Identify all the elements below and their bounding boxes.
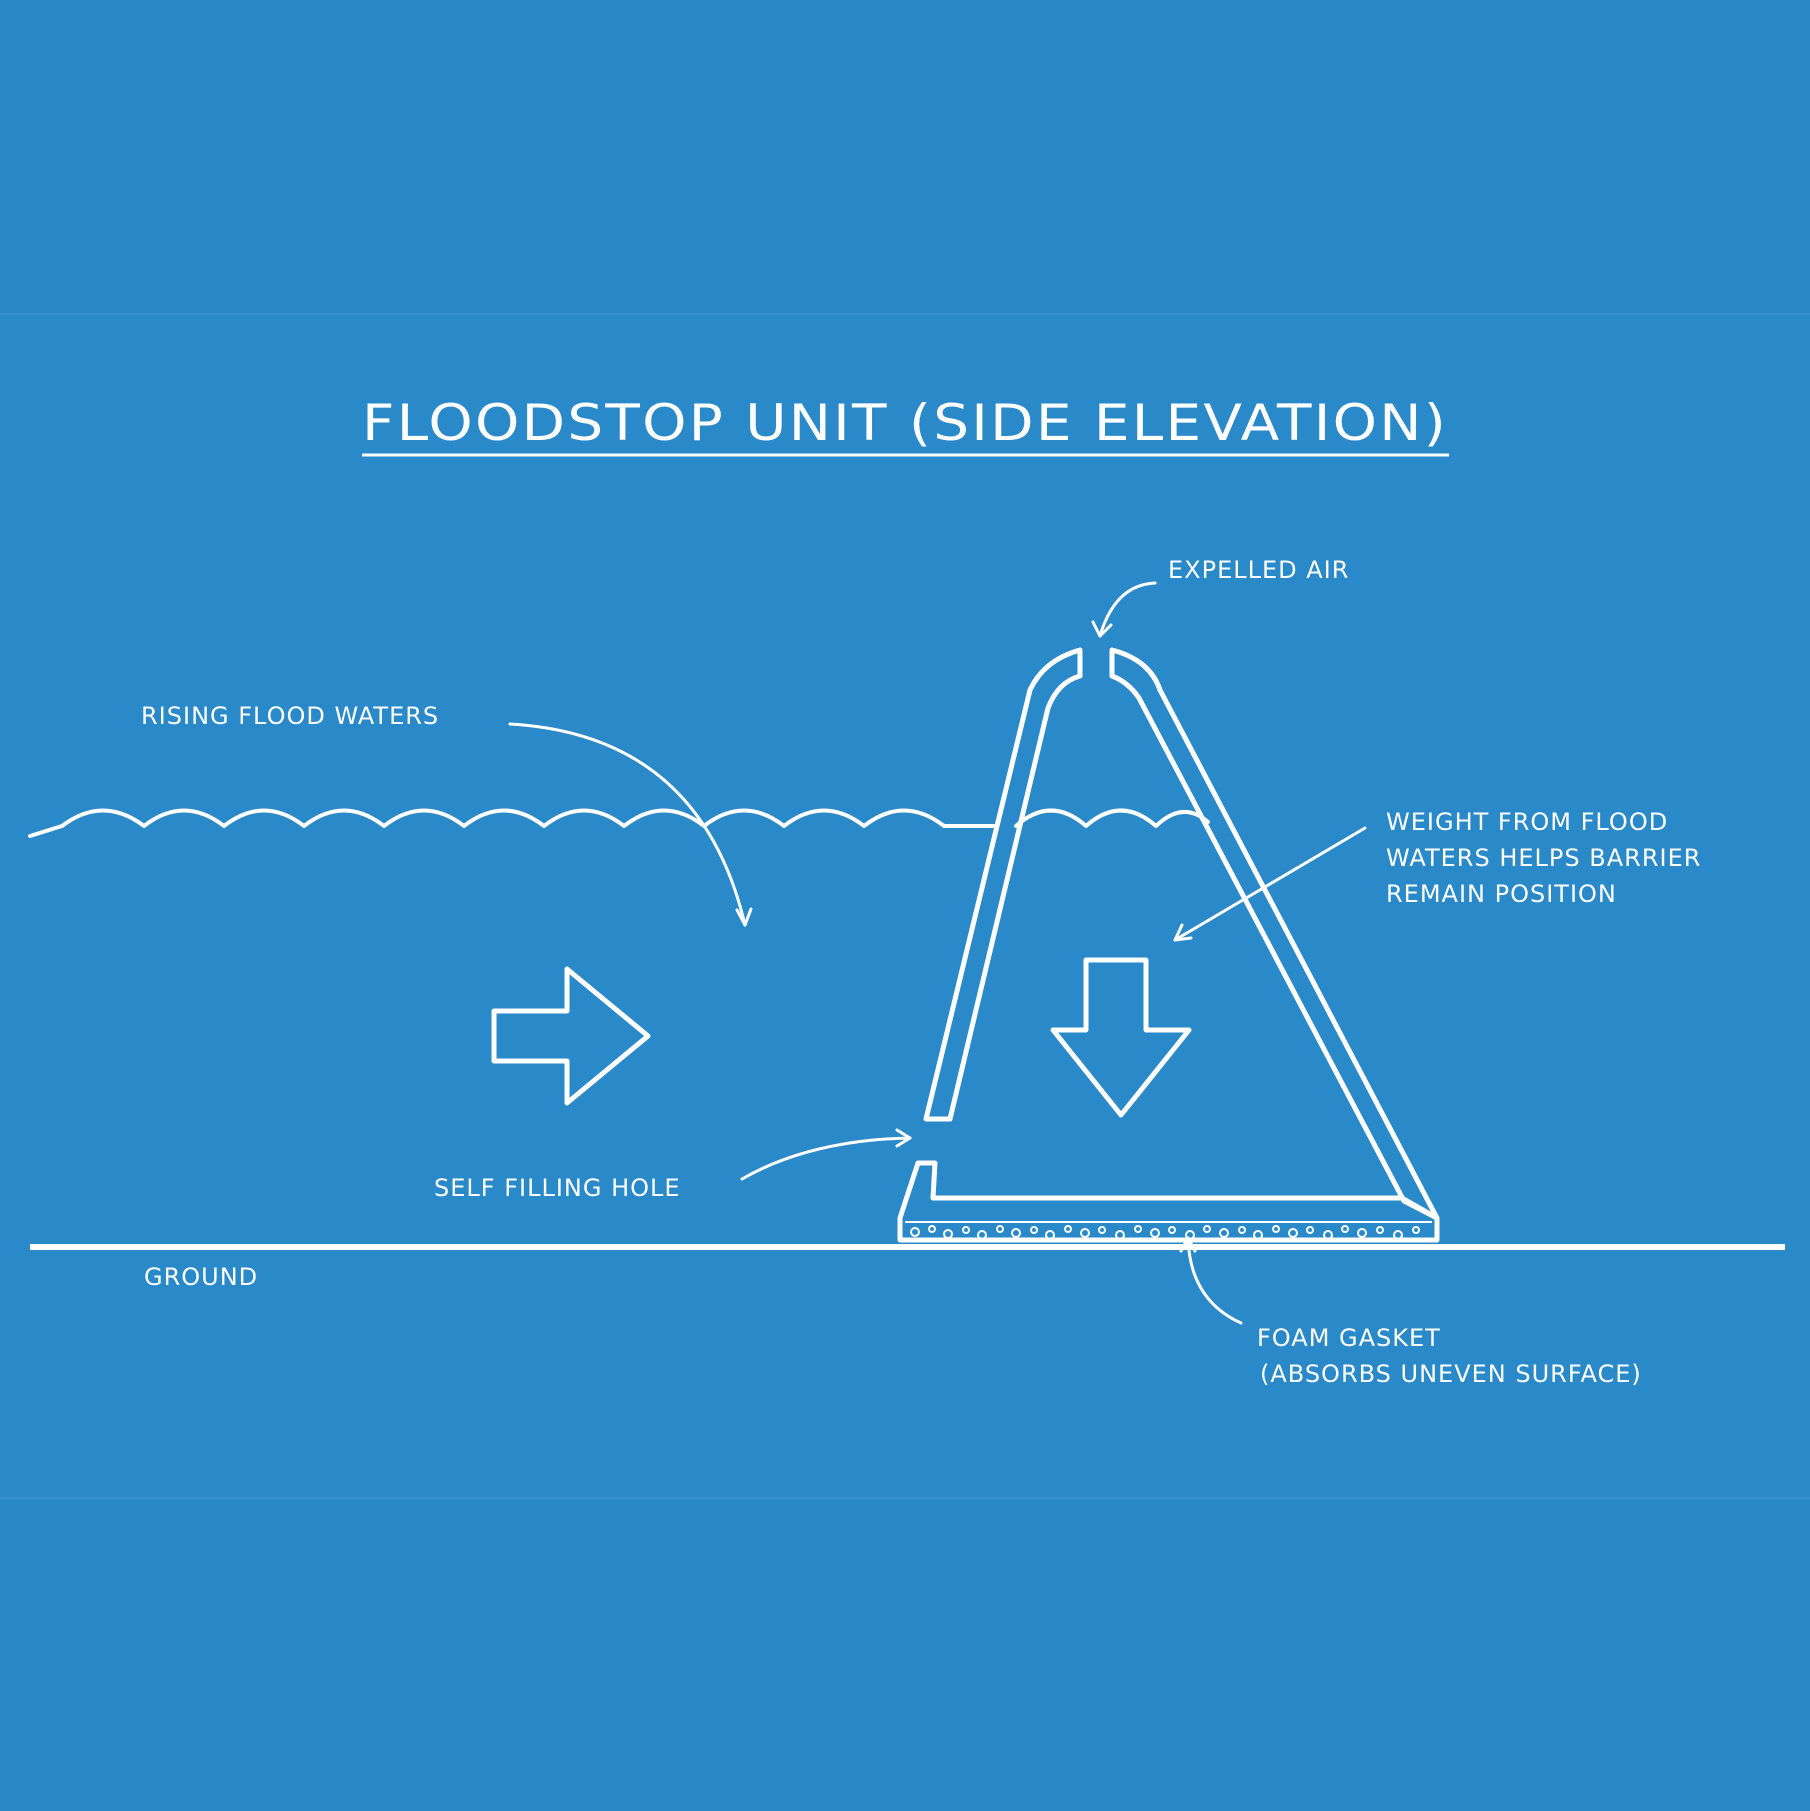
weight-arrowhead-icon: [1173, 923, 1193, 942]
self-filling-hole-leader: [740, 1136, 912, 1181]
expelled-air-leader: [1098, 581, 1157, 638]
foam-gasket-label-line2: (ABSORBS UNEVEN SURFACE): [1260, 1360, 1642, 1388]
weight-label-line1: WEIGHT FROM FLOOD: [1386, 808, 1668, 836]
ground-label: GROUND: [144, 1263, 258, 1291]
flow-direction-arrow-icon: [491, 966, 651, 1106]
weight-down-arrow-icon: [1050, 957, 1192, 1118]
barrier-left-leg-upper: [923, 647, 1083, 1122]
background-band: [0, 314, 1810, 1498]
self-filling-hole-label: SELF FILLING HOLE: [434, 1174, 681, 1202]
foam-gasket-arrowhead-icon: [1179, 1236, 1197, 1253]
rising-flood-waters-label: RISING FLOOD WATERS: [141, 702, 439, 730]
foam-gasket-leader: [1186, 1236, 1243, 1325]
foam-gasket: [905, 1221, 1432, 1240]
foam-gasket-label-line1: FOAM GASKET: [1257, 1324, 1441, 1352]
water-surface-line: [28, 808, 996, 838]
rising-flood-waters-leader: [508, 722, 747, 927]
water-surface-line-inside: [1014, 808, 1210, 828]
weight-label-line3: REMAIN POSITION: [1386, 880, 1617, 908]
weight-leader: [1173, 826, 1367, 942]
barrier-base-frame: [897, 1160, 1440, 1243]
floodstop-barrier: [897, 647, 1440, 1243]
expelled-air-arrowhead-icon: [1091, 620, 1113, 638]
diagram-title: FLOODSTOP UNIT (SIDE ELEVATION): [362, 394, 1448, 452]
rising-flood-waters-arrowhead-icon: [735, 907, 753, 927]
self-filling-hole-arrowhead-icon: [895, 1128, 912, 1148]
expelled-air-label: EXPELLED AIR: [1168, 556, 1349, 584]
weight-label-line2: WATERS HELPS BARRIER: [1386, 844, 1701, 872]
